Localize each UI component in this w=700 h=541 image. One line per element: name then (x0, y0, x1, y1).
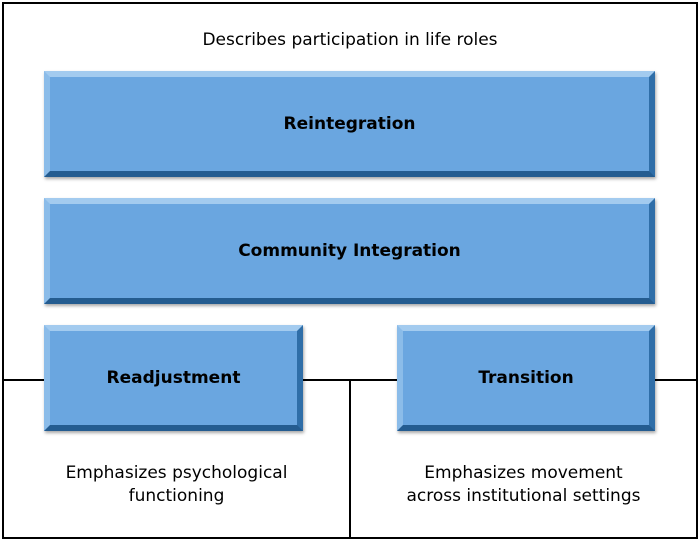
movement-caption-line1: Emphasizes movement (424, 463, 623, 483)
psychological-caption-line2: functioning (128, 486, 225, 506)
readjustment-label: Readjustment (106, 368, 241, 388)
top-caption: Describes participation in life roles (202, 30, 498, 50)
reintegration-box: Reintegration (44, 71, 655, 177)
transition-label: Transition (478, 368, 574, 388)
movement-caption-line2: across institutional settings (406, 486, 641, 506)
movement-caption: Emphasizes movement across institutional… (349, 462, 698, 508)
psychological-caption-line1: Emphasizes psychological (65, 463, 288, 483)
transition-box: Transition (397, 325, 655, 431)
community-integration-label: Community Integration (238, 241, 461, 261)
psychological-caption: Emphasizes psychological functioning (2, 462, 351, 508)
reintegration-label: Reintegration (283, 114, 416, 134)
readjustment-box: Readjustment (44, 325, 303, 431)
community-integration-box: Community Integration (44, 198, 655, 304)
